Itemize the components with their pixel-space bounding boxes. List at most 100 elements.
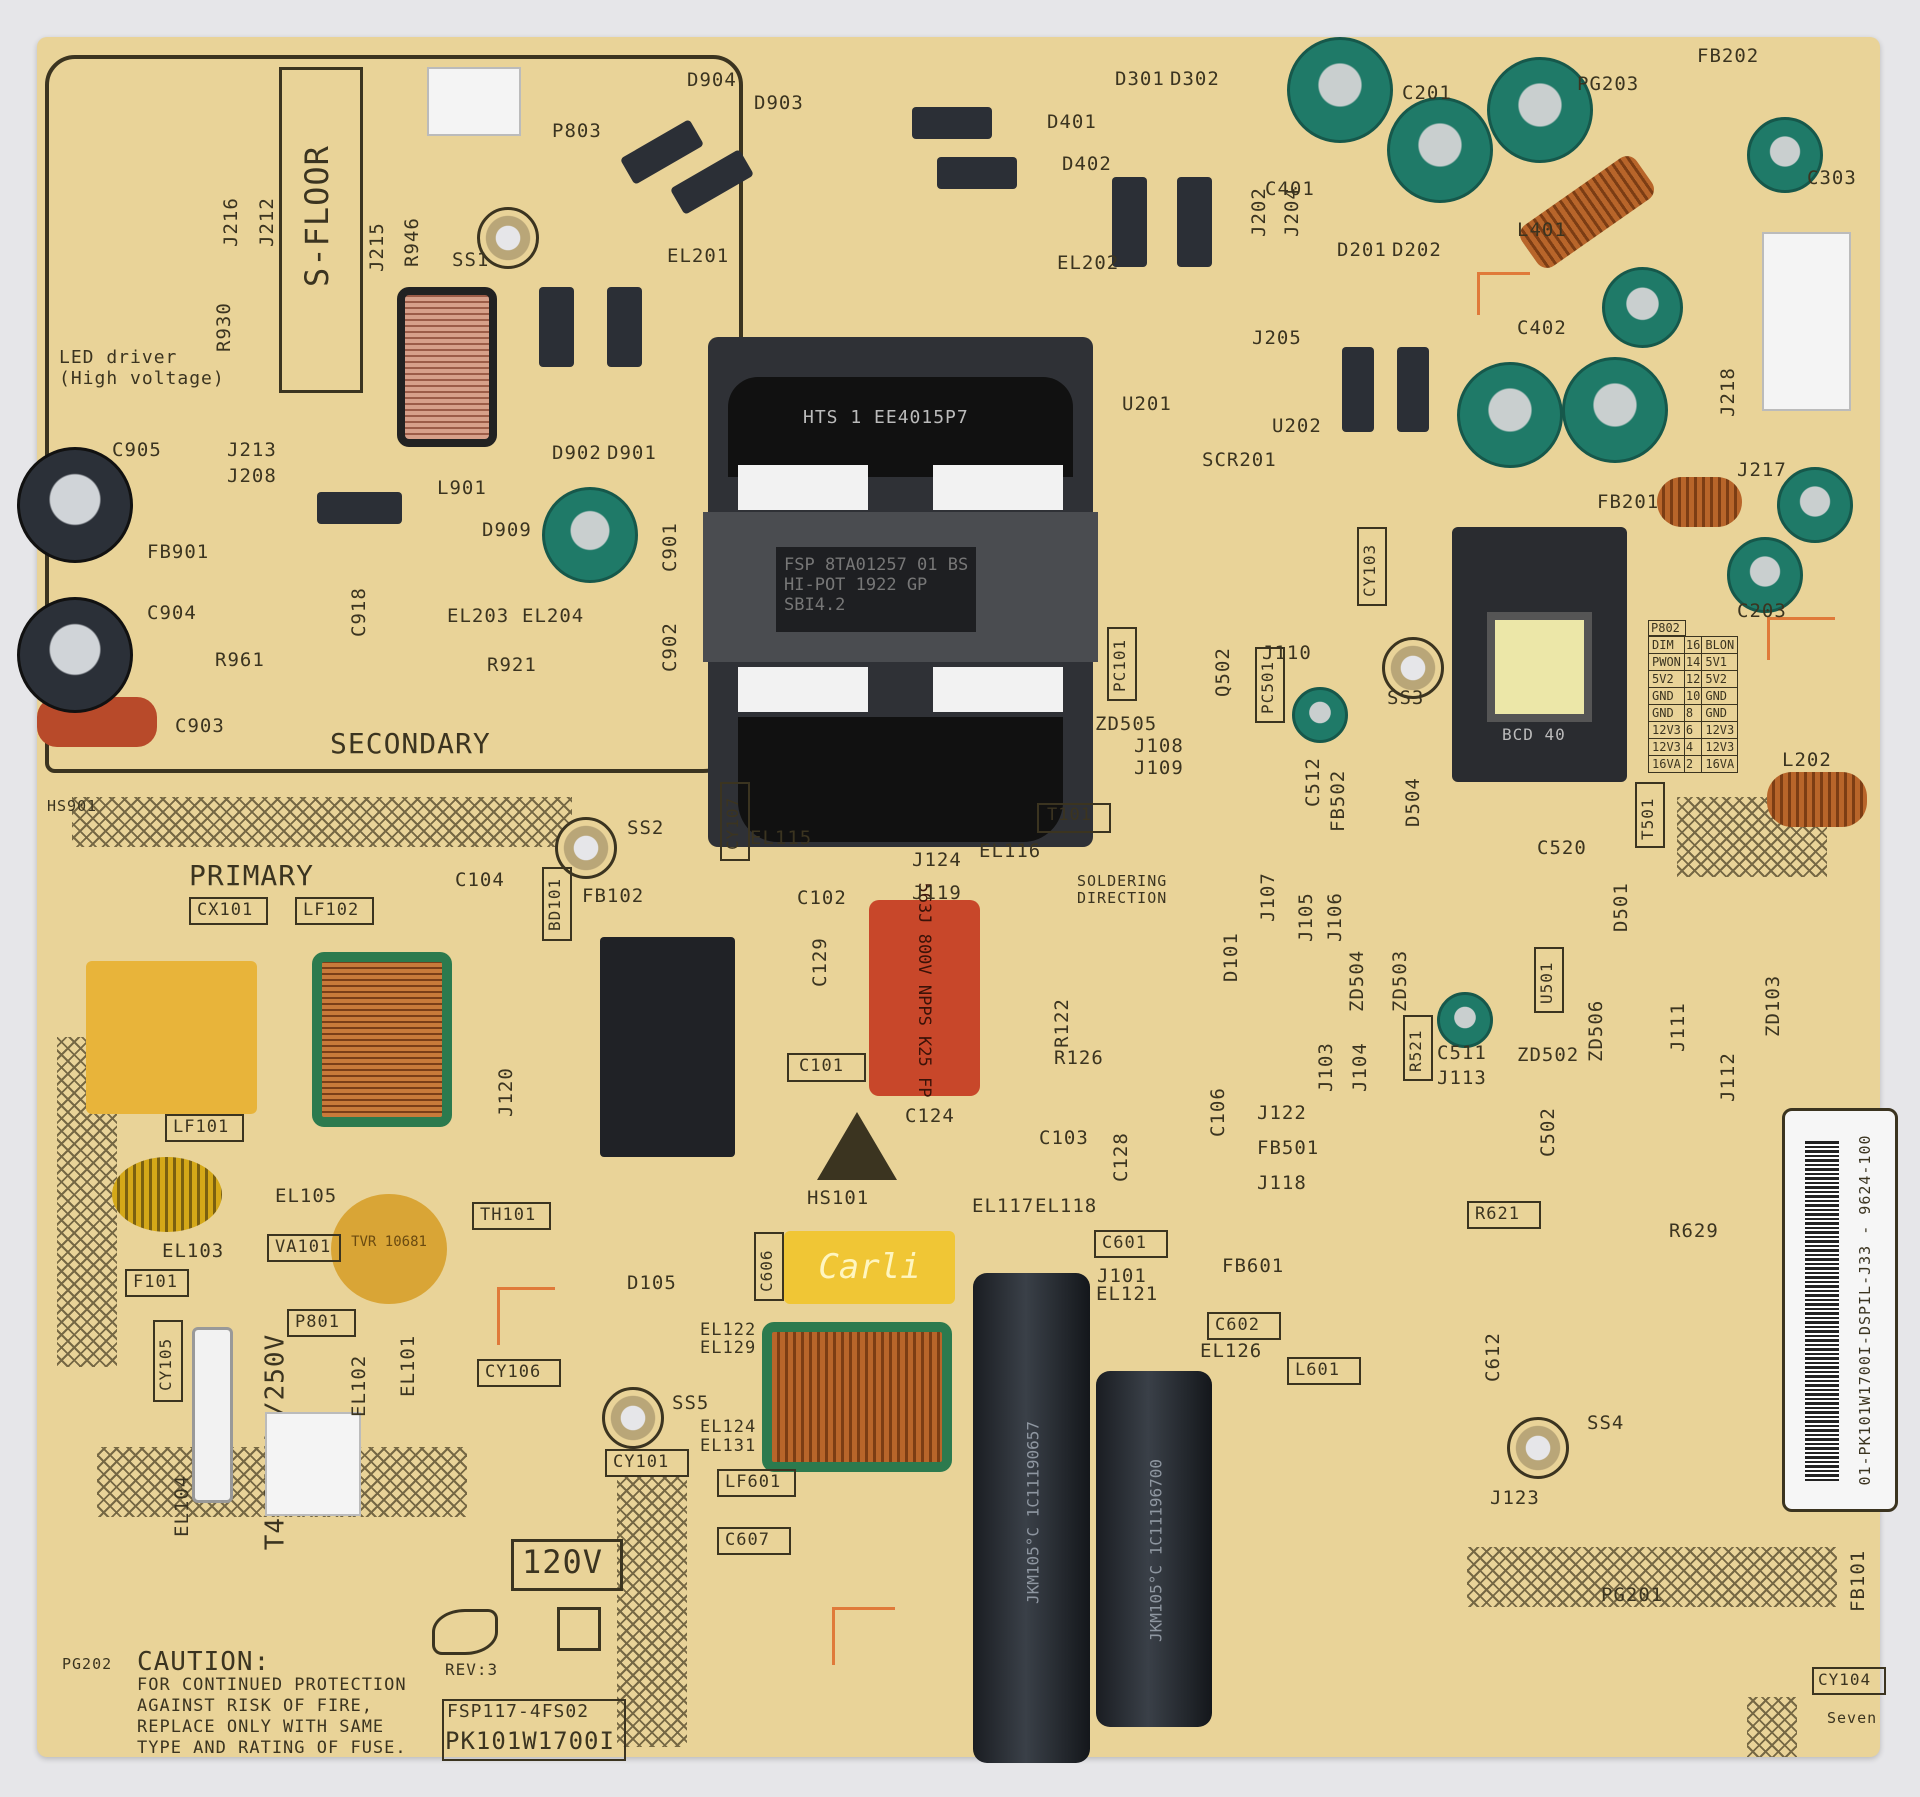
designator-c124: C124 (905, 1105, 955, 1127)
designator-el104: EL104 (171, 1474, 193, 1537)
designator-d105: D105 (627, 1272, 677, 1294)
designator-j109: J109 (1134, 757, 1184, 779)
designator-j118: J118 (1257, 1172, 1307, 1194)
connector-p803 (427, 67, 521, 136)
voltage-label: 120V (522, 1543, 604, 1581)
standby-transformer-marking: BCD 40 (1502, 725, 1566, 744)
designator-fb501: FB501 (1257, 1137, 1320, 1159)
common-mode-choke-lf102 (312, 952, 452, 1127)
designator-r921: R921 (487, 654, 537, 676)
diode-d909 (317, 492, 402, 524)
designator-box-cy106: CY106 (477, 1359, 561, 1387)
designator-box-lf102: LF102 (295, 897, 374, 925)
designator-j212: J212 (256, 197, 278, 247)
designator-box-pc501 (1255, 647, 1285, 723)
designator-box-u501 (1534, 947, 1564, 1013)
toroid-lf101 (112, 1157, 222, 1232)
capacitor-c2a (1457, 362, 1563, 468)
designator-l901: L901 (437, 477, 487, 499)
designator-box-va101: VA101 (267, 1234, 341, 1262)
revision-label: REV:3 (445, 1660, 499, 1679)
designator-ss5: SS5 (672, 1392, 710, 1414)
designator-box-l601: L601 (1287, 1357, 1361, 1385)
inductor-l2xx (1657, 477, 1742, 527)
designator-c104: C104 (455, 869, 505, 891)
capacitor-c303 (1747, 117, 1823, 193)
hatch-corner (1747, 1697, 1797, 1757)
film-capacitor-red: 563J 800V NPPS K25 FP (869, 883, 980, 1097)
caution-title: CAUTION: (137, 1647, 271, 1677)
designator-c512: C512 (1302, 757, 1324, 807)
model-bottom: PK101W1700I (445, 1727, 615, 1755)
designator-j205: J205 (1252, 327, 1302, 349)
designator-c129: C129 (809, 937, 831, 987)
designator-d201: D201 (1337, 239, 1387, 261)
designator-u501: U501 (1537, 961, 1556, 1004)
designator-box-cy101: CY101 (605, 1449, 689, 1477)
designator-c511: C511 (1437, 1042, 1487, 1064)
designator-box-t101 (1037, 803, 1111, 833)
designator-j213: J213 (227, 439, 277, 461)
designator-r126: R126 (1054, 1047, 1104, 1069)
designator-p803: P803 (552, 120, 602, 142)
designator-box-lf601: LF601 (717, 1469, 796, 1497)
capacitor-c511 (1437, 992, 1493, 1048)
designator-el105: EL105 (275, 1185, 338, 1207)
designator-c905: C905 (112, 439, 162, 461)
brand-mark: Seven (1827, 1709, 1878, 1727)
fsp-logo (432, 1609, 498, 1655)
designator-box-cy104: CY104 (1812, 1667, 1886, 1695)
isolation-symbol (557, 1607, 601, 1651)
designator-j101: J101 (1097, 1265, 1147, 1287)
capacitor-c904 (17, 597, 133, 713)
hatch-bottom-right (1467, 1547, 1837, 1607)
designator-d909: D909 (482, 519, 532, 541)
designator-c103: C103 (1039, 1127, 1089, 1149)
designator-el122: EL122 (700, 1320, 757, 1340)
designator-pg201: PG201 (1601, 1584, 1664, 1606)
diode-d401 (912, 107, 992, 139)
designator-c904: C904 (147, 602, 197, 624)
designator-j217: J217 (1737, 459, 1787, 481)
designator-ss4: SS4 (1587, 1412, 1625, 1434)
designator-cy107: CY107 (723, 796, 742, 850)
designator-el118: EL118 (1035, 1195, 1098, 1217)
designator-fb601: FB601 (1222, 1255, 1285, 1277)
designator-el115: EL115 (750, 827, 813, 849)
capacitor-c905 (17, 447, 133, 563)
designator-el121: EL121 (1096, 1283, 1159, 1305)
designator-box-cy103 (1357, 527, 1387, 606)
designator-pg203: PG203 (1577, 73, 1640, 95)
connector-p801 (265, 1412, 361, 1516)
caution-line-3: REPLACE ONLY WITH SAME (137, 1717, 385, 1737)
s-floor-box (279, 67, 363, 393)
designator-c902: C902 (659, 622, 681, 672)
capacitor-c203 (1727, 537, 1803, 613)
designator-j106: J106 (1324, 892, 1346, 942)
bulk-capacitor-1: JKM105°C 1C11190657 (973, 1273, 1090, 1763)
transformer-top-marking: HTS 1 EE4015P7 (803, 407, 969, 428)
designator-box-c607: C607 (717, 1527, 791, 1555)
fuse-f101 (192, 1327, 233, 1503)
designator-box-cy107 (720, 782, 750, 861)
mounting-hole-ss1 (477, 207, 539, 269)
designator-el204: EL204 (522, 605, 585, 627)
x-capacitor-carli: Carli (784, 1231, 955, 1304)
primary-label: PRIMARY (189, 859, 315, 892)
designator-c612: C612 (1482, 1332, 1504, 1382)
designator-el126: EL126 (1200, 1340, 1263, 1362)
designator-j208: J208 (227, 465, 277, 487)
designator-d904: D904 (687, 69, 737, 91)
designator-j218: J218 (1717, 367, 1739, 417)
designator-j107: J107 (1257, 872, 1279, 922)
designator-fb201: FB201 (1597, 491, 1660, 513)
designator-zd502: ZD502 (1517, 1044, 1580, 1066)
designator-r946: R946 (401, 217, 423, 267)
